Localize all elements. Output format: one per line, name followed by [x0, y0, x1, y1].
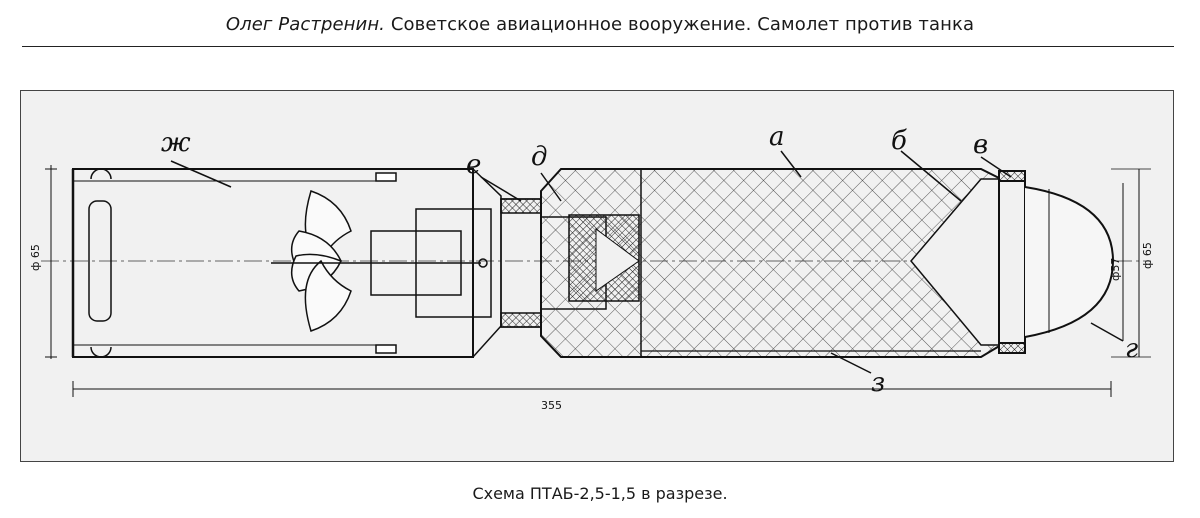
label-b: б [891, 126, 907, 156]
label-v: в [973, 130, 988, 160]
dim-length: 355 [541, 399, 562, 412]
label-a: а [769, 122, 785, 152]
label-zh: ж [161, 128, 191, 158]
figure-caption: Схема ПТАБ-2,5-1,5 в разрезе. [472, 484, 728, 503]
technical-drawing: ж е д а б в г з 355 ф 65 ф57 ф 65 [20, 90, 1174, 462]
label-d-lower: д [531, 142, 547, 172]
bomb-cross-section-svg: ж е д а б в г з 355 ф 65 ф57 ф 65 [29, 122, 1154, 412]
leader-lines [170, 150, 1124, 374]
dim-diameter-right: ф 65 [1141, 242, 1154, 269]
warhead-body [540, 168, 1002, 358]
nose-cone [998, 170, 1115, 354]
dimension-lines [45, 165, 1151, 397]
page-header: Олег Растренин. Советское авиационное во… [0, 14, 1200, 35]
dim-diameter-inner: ф57 [1109, 258, 1122, 281]
header-title: Советское авиационное вооружение. Самоле… [390, 14, 975, 35]
dim-diameter-left: ф 65 [29, 244, 42, 271]
label-z: з [871, 368, 885, 398]
header-rule [22, 46, 1174, 47]
label-e: е [466, 150, 481, 180]
label-g: г [1125, 334, 1138, 364]
header-author: Олег Растренин. [225, 14, 386, 35]
